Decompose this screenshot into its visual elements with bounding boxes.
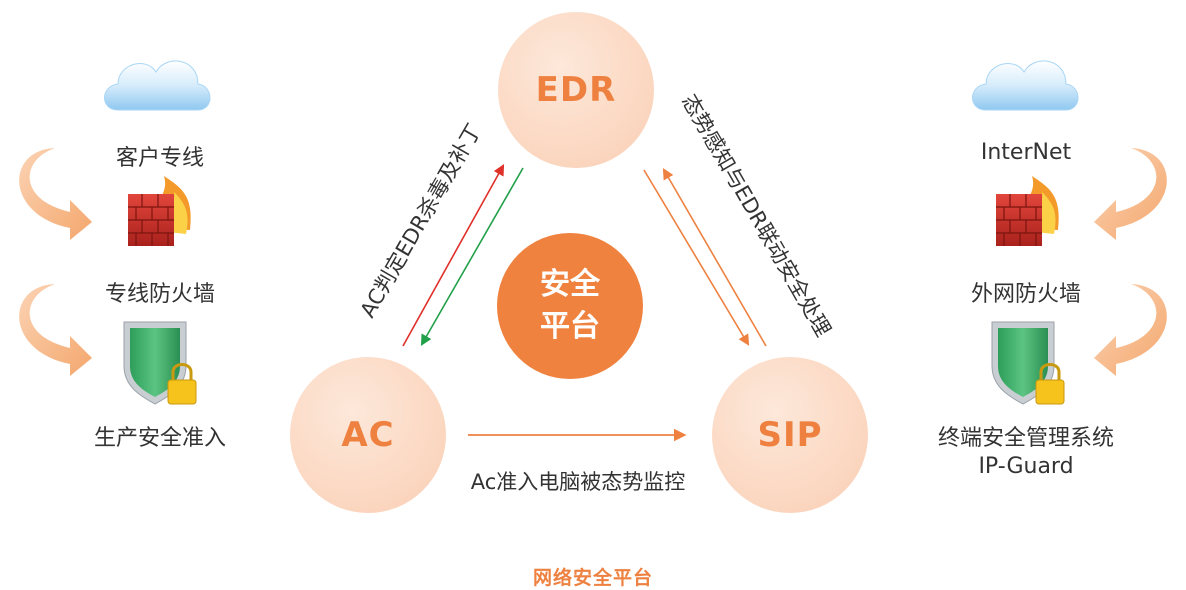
right-item-endpoint-system: 终端安全管理系统: [937, 426, 1114, 451]
center-platform: 安全 平台: [497, 233, 643, 379]
cloud-icon: [972, 60, 1079, 111]
right-item-external-firewall: 外网防火墙: [970, 282, 1081, 307]
node-sip: SIP: [712, 357, 868, 513]
arrow-ac-to-edr: [402, 164, 505, 347]
curved-arrow-icon: [1094, 148, 1167, 240]
right-item-internet: InterNet: [980, 140, 1072, 165]
node-edr-label: EDR: [535, 70, 617, 110]
node-ac: AC: [290, 357, 446, 513]
node-edr: EDR: [498, 12, 654, 168]
curved-arrow-icon: [19, 148, 92, 240]
curved-arrow-icon: [19, 284, 92, 376]
curved-arrow-icon: [1094, 284, 1167, 376]
node-ac-label: AC: [341, 415, 395, 455]
center-platform-line2: 平台: [540, 309, 600, 344]
firewall-icon: [996, 176, 1059, 246]
left-item-client-line: 客户专线: [115, 146, 204, 171]
left-item-production-access: 生产安全准入: [93, 426, 226, 451]
shield-lock-icon: [123, 321, 197, 405]
left-item-line-firewall: 专线防火墙: [104, 282, 215, 307]
node-sip-label: SIP: [757, 415, 823, 455]
arrow-edr-to-ac: [420, 167, 524, 346]
center-platform-line1: 安全: [540, 267, 600, 302]
edge-label-ac-sip: Ac准入电脑被态势监控: [470, 470, 686, 494]
cloud-icon: [104, 60, 211, 111]
shield-lock-icon: [991, 321, 1065, 405]
arrow-sip-to-edr: [662, 168, 767, 347]
right-item-ip-guard: IP-Guard: [978, 454, 1074, 479]
firewall-icon: [128, 176, 191, 246]
diagram-caption: 网络安全平台: [532, 567, 653, 589]
arrow-edr-to-sip: [643, 169, 750, 346]
